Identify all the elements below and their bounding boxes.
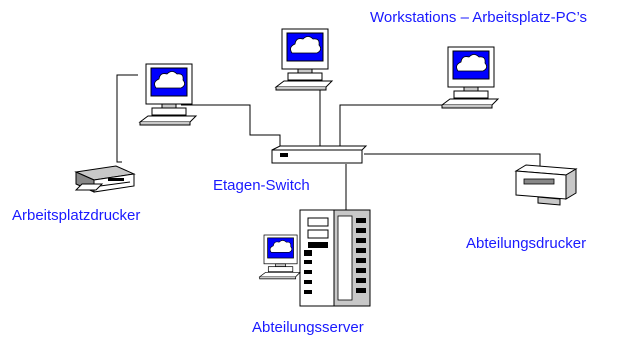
laser-printer-icon	[514, 164, 578, 206]
workstation-icon	[139, 63, 197, 126]
network-cables	[116, 74, 541, 210]
switch-icon	[271, 145, 368, 164]
department-server-label: Abteilungsserver	[252, 319, 364, 336]
department-printer-label: Abteilungsdrucker	[466, 235, 587, 252]
cable-left-workstation	[116, 74, 138, 88]
cable-switch-to-laser-printer	[364, 153, 541, 166]
cable-ws1-to-switch	[181, 104, 281, 150]
workplace-printer-label: Arbeitsplatzdrucker	[12, 207, 141, 224]
cable-left-pc-to-switch	[116, 88, 122, 163]
switch-label: Etagen-Switch	[213, 177, 310, 194]
workstations-label: Workstations – Arbeitsplatz-PC’s	[370, 9, 588, 26]
printer-icon	[74, 165, 136, 193]
server-icon	[299, 209, 371, 307]
workstation-icon	[275, 28, 333, 91]
server-console-icon	[259, 234, 301, 280]
workstation-icon	[441, 46, 499, 109]
cable-ws3-to-switch	[339, 104, 448, 150]
